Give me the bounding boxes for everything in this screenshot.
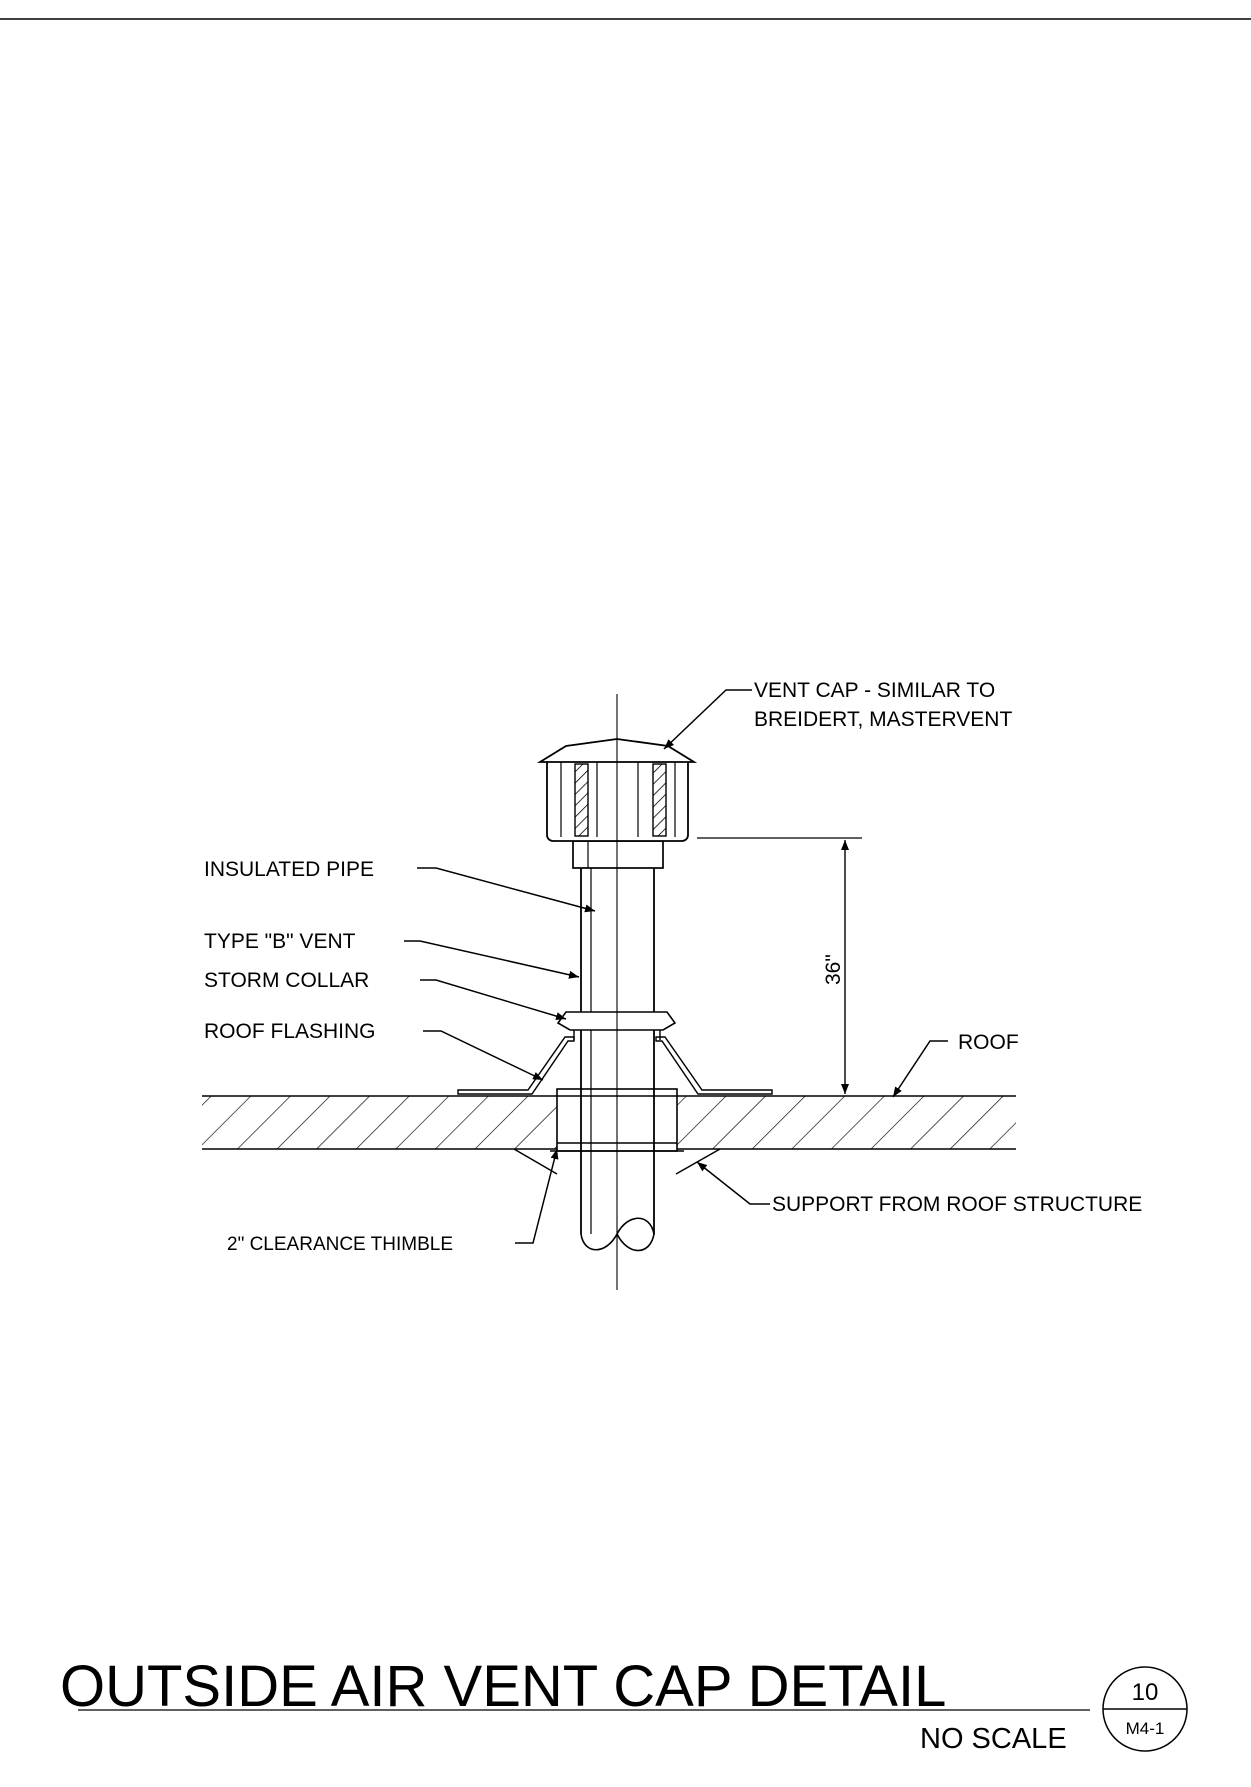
dimension-label: 36" (822, 954, 845, 985)
scale-note: NO SCALE (920, 1723, 1067, 1755)
title-block: OUTSIDE AIR VENT CAP DETAIL NO SCALE 10 … (60, 1654, 1188, 1755)
vent-cap-label-line1: VENT CAP - SIMILAR TO (754, 679, 995, 702)
detail-number: 10 (1132, 1679, 1159, 1706)
detail-title: OUTSIDE AIR VENT CAP DETAIL (60, 1654, 946, 1719)
insulated-pipe-label: INSULATED PIPE (204, 858, 374, 881)
roof-label: ROOF (958, 1031, 1019, 1054)
storm-collar-label: STORM COLLAR (204, 969, 369, 992)
sheet-number: M4-1 (1126, 1719, 1165, 1738)
roof-support (513, 1148, 721, 1175)
thimble-label: 2" CLEARANCE THIMBLE (227, 1234, 453, 1255)
vent-cap-label-line2: BREIDERT, MASTERVENT (754, 708, 1012, 731)
height-dimension (697, 837, 862, 1094)
support-label: SUPPORT FROM ROOF STRUCTURE (772, 1193, 1142, 1216)
roof-flashing (457, 1036, 773, 1095)
pipe-break-symbol (580, 1217, 655, 1252)
type-b-vent-label: TYPE "B" VENT (204, 930, 356, 953)
roof-flashing-label: ROOF FLASHING (204, 1020, 376, 1043)
leader-lines (404, 689, 948, 1244)
vent-pipe (580, 868, 655, 1252)
